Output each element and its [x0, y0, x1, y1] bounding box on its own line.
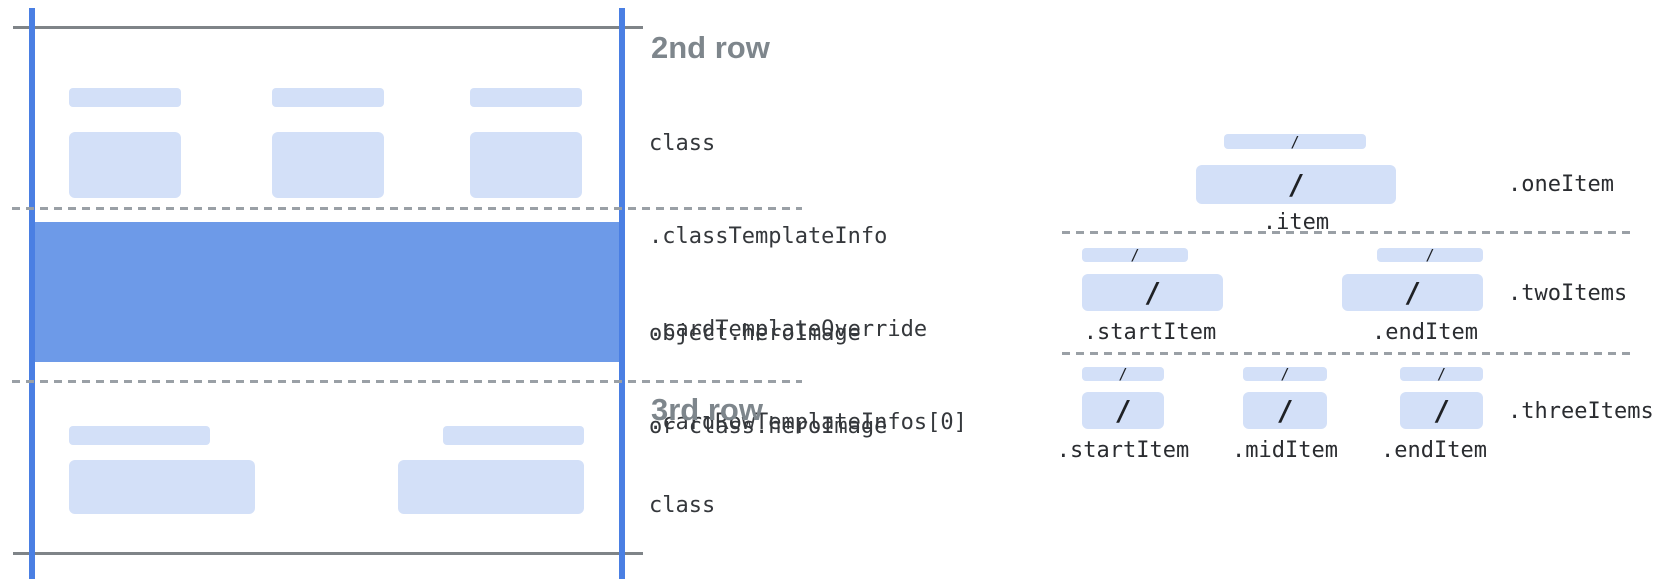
second-row-col2-label-placeholder — [272, 88, 384, 107]
slash-glyph: / — [1130, 246, 1140, 264]
slash-glyph: / — [1118, 365, 1128, 383]
three-items-start-value-bar: / — [1082, 392, 1164, 429]
code-line: or class.heroImage — [649, 414, 888, 439]
two-items-row-label: .twoItems — [1508, 281, 1628, 306]
code-line: class — [649, 493, 716, 518]
three-items-mid-label-bar: / — [1243, 365, 1327, 383]
end-item-label: .endItem — [1372, 320, 1478, 345]
start-item-label: .startItem — [1056, 438, 1190, 463]
code-line: .cardTemplateOverride — [649, 317, 928, 342]
code-line: object.heroImage — [649, 321, 861, 346]
card-top-edge-line — [13, 26, 643, 29]
code-line: .classTemplateInfo — [649, 224, 888, 249]
card-right-guide-line — [619, 8, 625, 579]
second-row-col2-value-placeholder — [272, 132, 384, 198]
third-row-col1-label-placeholder — [69, 426, 210, 445]
two-items-end-label-bar: / — [1377, 246, 1483, 264]
third-row-code-block: class .classTemplateInfo .cardTemplateOv… — [649, 428, 967, 584]
mid-item-label: .midItem — [1232, 438, 1338, 463]
start-item-label: .startItem — [1083, 320, 1217, 345]
card-bottom-edge-line — [13, 552, 643, 555]
slash-glyph: / — [1280, 365, 1290, 383]
row-separator-dashed-line-top — [12, 207, 802, 210]
hero-image-placeholder — [35, 222, 619, 362]
second-row-heading: 2nd row — [651, 30, 770, 65]
three-items-row-label: .threeItems — [1508, 399, 1654, 424]
third-row-col2-label-placeholder — [443, 426, 584, 445]
slash-glyph: / — [1276, 394, 1294, 427]
slash-glyph: / — [1287, 168, 1305, 201]
three-items-end-value-bar: / — [1400, 392, 1483, 429]
second-row-col3-label-placeholder — [470, 88, 582, 107]
two-items-end-value-bar: / — [1342, 274, 1483, 311]
one-item-label-bar: / — [1224, 132, 1366, 151]
three-items-mid-value-bar: / — [1243, 392, 1327, 429]
three-items-end-label-bar: / — [1400, 365, 1483, 383]
one-item-value-bar: / — [1196, 165, 1396, 204]
second-row-code-block: class .classTemplateInfo .cardTemplateOv… — [649, 66, 967, 500]
item-label: .item — [1262, 210, 1330, 235]
third-row-col1-value-placeholder — [69, 460, 255, 514]
slash-glyph: / — [1114, 394, 1132, 427]
one-item-row-label: .oneItem — [1508, 172, 1614, 197]
slash-glyph: / — [1433, 394, 1450, 427]
item-rows-dashed-separator-1 — [1062, 231, 1630, 234]
slash-glyph: / — [1290, 132, 1300, 151]
slash-glyph: / — [1436, 365, 1447, 383]
row-separator-dashed-line-bottom — [12, 380, 802, 383]
code-line: .cardRowTemplateInfos[0] — [649, 410, 967, 435]
card-left-guide-line — [29, 8, 35, 579]
end-item-label: .endItem — [1381, 438, 1487, 463]
third-row-heading: 3rd row — [651, 392, 763, 427]
hero-image-code-block: object.heroImage or class.heroImage — [649, 256, 887, 504]
two-items-start-value-bar: / — [1082, 274, 1223, 311]
three-items-start-label-bar: / — [1082, 365, 1164, 383]
slash-glyph: / — [1144, 276, 1161, 309]
second-row-col3-value-placeholder — [470, 132, 582, 198]
second-row-col1-value-placeholder — [69, 132, 181, 198]
second-row-col1-label-placeholder — [69, 88, 181, 107]
two-items-start-label-bar: / — [1082, 246, 1188, 264]
item-rows-dashed-separator-2 — [1062, 352, 1630, 355]
third-row-col2-value-placeholder — [398, 460, 584, 514]
slash-glyph: / — [1404, 276, 1421, 309]
slash-glyph: / — [1425, 246, 1435, 264]
code-line: class — [649, 131, 716, 156]
